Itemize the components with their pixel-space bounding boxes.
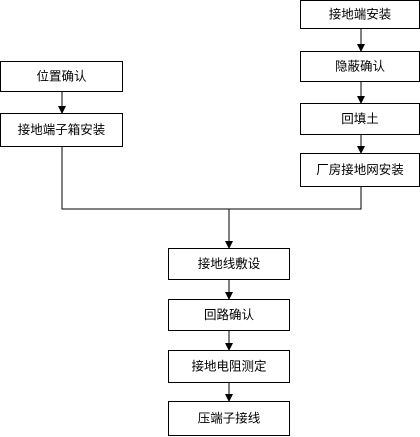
node-circuit-confirm: 回路确认	[168, 299, 290, 331]
node-label: 隐蔽确认	[335, 59, 386, 74]
arrowhead-terminal-box	[58, 106, 66, 114]
node-label: 回填土	[341, 111, 379, 126]
arrowhead-ground-wire	[225, 241, 233, 249]
node-crimp-terminal-wiring: 压端子接线	[168, 401, 290, 436]
node-label: 厂房接地网安装	[316, 162, 404, 177]
arrowhead-resistance	[225, 343, 233, 351]
node-label: 压端子接线	[198, 411, 261, 426]
node-location-confirm: 位置确认	[0, 61, 123, 92]
node-backfill: 回填土	[300, 103, 420, 135]
node-plant-grounding-install: 厂房接地网安装	[300, 153, 420, 187]
arrowhead-backfill	[357, 96, 365, 104]
node-label: 接地端子箱安装	[18, 122, 106, 137]
node-concealed-confirm: 隐蔽确认	[300, 51, 420, 82]
arrowhead-plant-grounding	[357, 146, 365, 154]
node-resistance-test: 接地电阻测定	[168, 350, 290, 383]
node-ground-wire-laying: 接地线敷设	[168, 248, 290, 280]
node-terminal-box-install: 接地端子箱安装	[0, 113, 123, 147]
arrowhead-circuit	[225, 292, 233, 300]
node-terminal-install: 接地端安装	[300, 0, 420, 29]
arrowhead-crimp	[225, 394, 233, 402]
node-label: 回路确认	[204, 307, 255, 322]
arrowhead-concealed	[357, 44, 365, 52]
node-label: 接地线敷设	[198, 256, 261, 271]
node-label: 接地电阻测定	[191, 359, 266, 374]
merge-connector	[61, 146, 362, 210]
node-label: 接地端安装	[329, 7, 392, 22]
node-label: 位置确认	[36, 69, 87, 84]
